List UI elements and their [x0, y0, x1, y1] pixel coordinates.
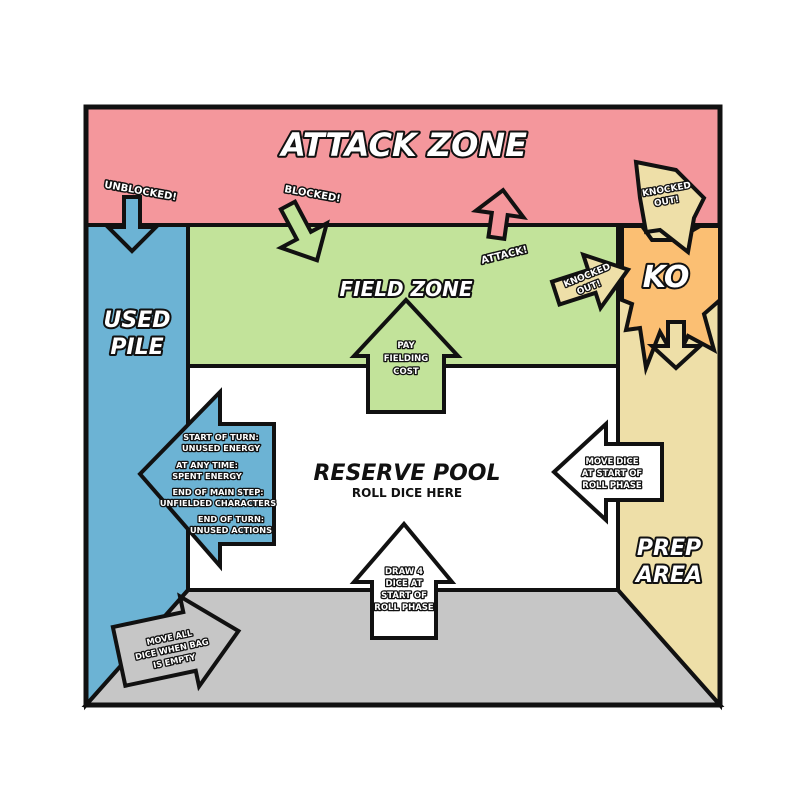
prep-move-text-3: ROLL PHASE: [582, 481, 642, 491]
used-text-5: END OF MAIN STEP:: [172, 487, 263, 497]
arrow-ko-down: [646, 320, 706, 371]
arrow-attack: [470, 187, 528, 242]
draw-text-2: DICE AT: [386, 579, 423, 589]
used-text-7: END OF TURN:: [198, 514, 264, 524]
used-text-6: UNFIELDED CHARACTERS: [160, 498, 276, 508]
used-text-1: START OF TURN:: [183, 432, 259, 442]
fielding-text-3: COST: [393, 367, 419, 377]
arrow-draw-dice: [349, 520, 457, 640]
attack-zone: [84, 105, 722, 227]
arrow-prep-to-reserve: [551, 419, 664, 525]
diagram-border: [83, 104, 723, 708]
used-pile-title-1: USED: [104, 308, 171, 333]
arrow-to-used-pile: [137, 387, 276, 572]
arrow-knocked-out-side: [549, 251, 632, 313]
used-text-2: UNUSED ENERGY: [182, 443, 261, 453]
prep-area-title-1: PREP: [637, 536, 701, 561]
fielding-text-1: PAY: [397, 341, 415, 351]
draw-text-4: ROLL PHASE: [374, 603, 434, 613]
prep-area-title-2: AREA: [634, 563, 702, 588]
arrow-unblocked: [103, 195, 161, 254]
attack-zone-title: ATTACK ZONE: [278, 126, 527, 164]
used-pile-title-2: PILE: [110, 335, 163, 360]
draw-text-1: DRAW 4: [385, 567, 423, 577]
arrow-pay-fielding: [349, 297, 463, 414]
draw-text-3: START OF: [381, 591, 427, 601]
ko-title: KO: [643, 260, 690, 295]
reserve-pool-title: RESERVE POOL: [313, 461, 500, 486]
used-text-8: UNUSED ACTIONS: [190, 525, 272, 535]
used-text-3: AT ANY TIME:: [176, 460, 238, 470]
fielding-text-2: FIELDING: [384, 354, 429, 364]
field-zone-title: FIELD ZONE: [340, 277, 473, 301]
arrow-blocked: [275, 199, 330, 263]
used-text-4: SPENT ENERGY: [172, 471, 243, 481]
arrow-bag-to-used: [110, 592, 242, 692]
arrow-knocked-out-top: [633, 159, 707, 256]
prep-move-text-1: MOVE DICE: [585, 457, 638, 467]
reserve-pool-subtitle: ROLL DICE HERE: [352, 486, 462, 500]
prep-move-text-2: AT START OF: [582, 469, 643, 479]
